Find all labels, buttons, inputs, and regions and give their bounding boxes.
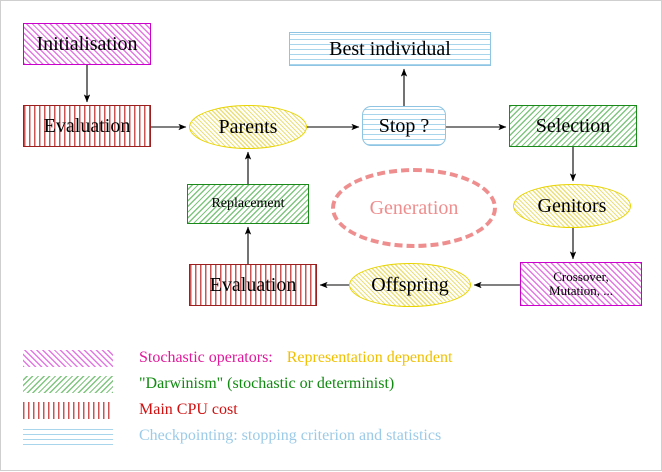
node-crossover-mutation[interactable]: Crossover, Mutation, ...: [520, 262, 642, 306]
legend-row-darwinism: "Darwinism" (stochastic or determinist): [23, 372, 643, 396]
node-parents[interactable]: Parents: [189, 105, 307, 149]
node-stop-decision[interactable]: Stop ?: [362, 106, 446, 146]
node-generation-loop-label: Generation: [331, 168, 497, 248]
legend-row-checkpointing: Checkpointing: stopping criterion and st…: [23, 424, 643, 448]
node-selection[interactable]: Selection: [509, 105, 637, 147]
legend: Stochastic operators: Representation dep…: [23, 346, 643, 450]
legend-label-representation-dependent: Representation dependent: [286, 349, 453, 366]
legend-label-stochastic-operators: Stochastic operators:: [139, 349, 273, 366]
node-evaluation-bottom[interactable]: Evaluation: [189, 264, 317, 306]
legend-row-main-cpu-cost: Main CPU cost: [23, 398, 643, 422]
legend-row-stochastic-operators: Stochastic operators: Representation dep…: [23, 346, 643, 370]
legend-swatch-blue-horizontal: [23, 427, 113, 445]
legend-swatch-green-diagonal: [23, 375, 113, 393]
node-replacement[interactable]: Replacement: [187, 184, 309, 224]
node-evaluation-top[interactable]: Evaluation: [23, 105, 151, 147]
node-initialisation[interactable]: Initialisation: [23, 23, 151, 65]
node-best-individual[interactable]: Best individual: [289, 32, 491, 66]
legend-swatch-red-vertical: [23, 401, 113, 419]
legend-swatch-magenta-diagonal: [23, 349, 113, 367]
node-offspring[interactable]: Offspring: [349, 263, 471, 307]
legend-label-main-cpu-cost: Main CPU cost: [139, 401, 238, 418]
legend-label-checkpointing: Checkpointing: stopping criterion and st…: [139, 427, 442, 444]
node-genitors[interactable]: Genitors: [513, 184, 631, 228]
legend-label-darwinism: "Darwinism" (stochastic or determinist): [139, 375, 395, 392]
